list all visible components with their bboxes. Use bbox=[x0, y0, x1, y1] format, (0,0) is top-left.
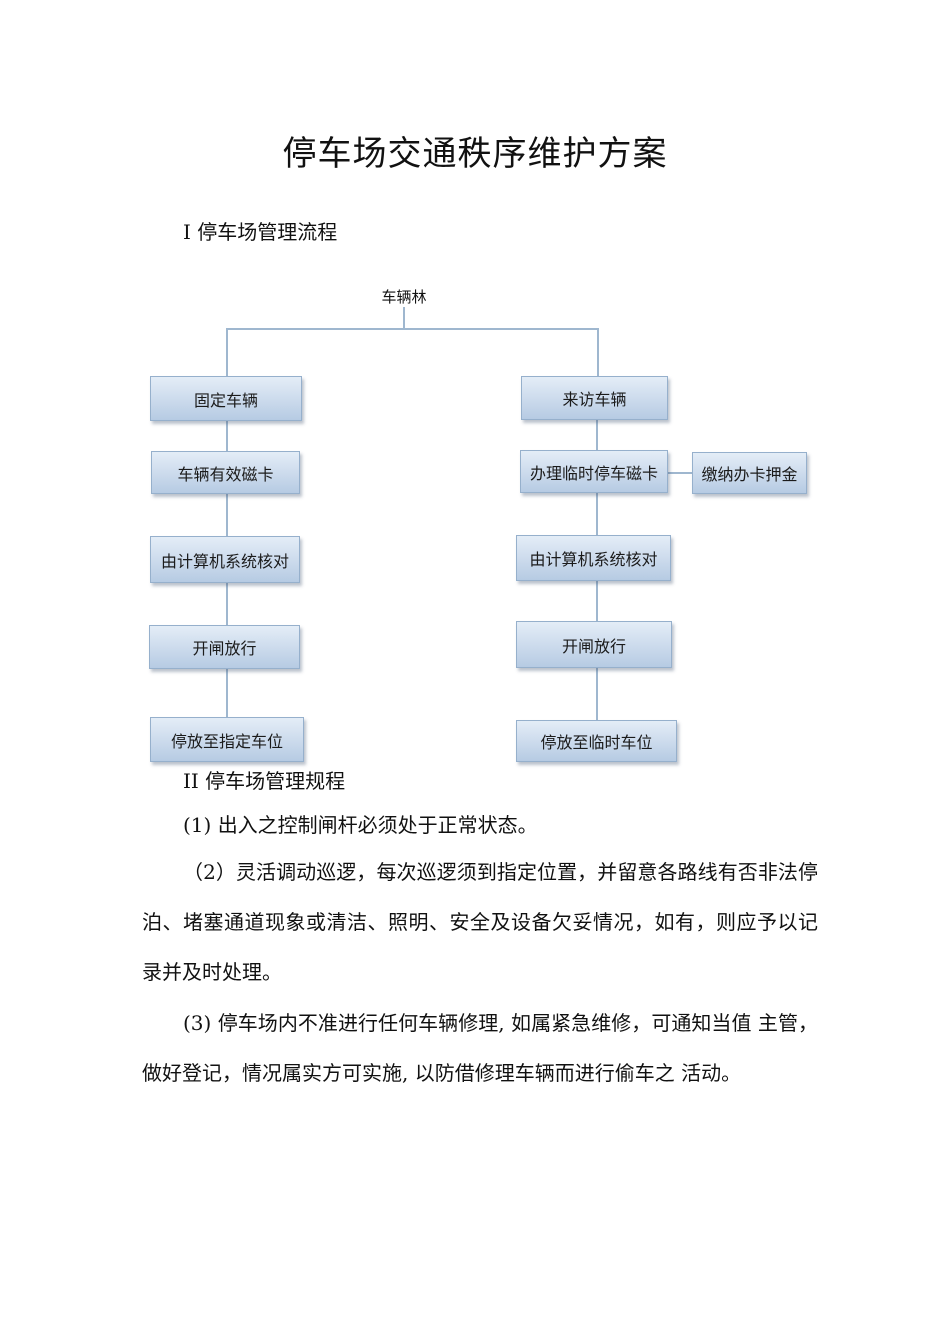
section-1-heading: I 停车场管理流程 bbox=[183, 220, 338, 244]
connector-right-1 bbox=[596, 420, 598, 450]
connector-left-1 bbox=[226, 421, 228, 451]
connector-top-bar bbox=[226, 328, 599, 330]
paragraph-3: (3) 停车场内不准进行任何车辆修理, 如属紧急维修，可通知当值 主管，做好登记… bbox=[142, 1011, 818, 1085]
connector-left-2 bbox=[226, 494, 228, 536]
connector-right-4 bbox=[596, 668, 598, 720]
flow-box-temp-card: 办理临时停车磁卡 bbox=[520, 450, 668, 493]
flow-box-park-assigned: 停放至指定车位 bbox=[150, 717, 304, 762]
flow-box-valid-card: 车辆有效磁卡 bbox=[151, 451, 300, 494]
document-title: 停车场交通秩序维护方案 bbox=[282, 134, 668, 174]
flowchart-root-label: 车辆林 bbox=[381, 288, 427, 306]
section-2-heading: II 停车场管理规程 bbox=[183, 769, 346, 793]
flow-box-park-temporary: 停放至临时车位 bbox=[516, 720, 677, 762]
flow-box-gate-open-right: 开闸放行 bbox=[516, 621, 672, 668]
connector-right-drop bbox=[597, 328, 599, 376]
flow-box-computer-check-left: 由计算机系统核对 bbox=[150, 536, 300, 583]
flow-box-visitor-vehicle: 来访车辆 bbox=[521, 376, 668, 420]
flow-box-fixed-vehicle: 固定车辆 bbox=[150, 376, 302, 421]
flow-box-computer-check-right: 由计算机系统核对 bbox=[516, 535, 671, 581]
connector-side-box bbox=[668, 472, 692, 474]
connector-root-stem bbox=[403, 307, 405, 329]
paragraph-2: （2）灵活调动巡逻，每次巡逻须到指定位置，并留意各路线有否非法停泊、堵塞通道现象… bbox=[142, 860, 818, 984]
flow-box-gate-open-left: 开闸放行 bbox=[149, 625, 300, 669]
flow-box-card-deposit: 缴纳办卡押金 bbox=[692, 452, 807, 494]
connector-left-drop bbox=[226, 328, 228, 376]
connector-left-3 bbox=[226, 583, 228, 625]
connector-right-2 bbox=[596, 493, 598, 535]
connector-right-3 bbox=[596, 581, 598, 621]
paragraph-1: (1) 出入之控制闸杆必须处于正常状态。 bbox=[183, 813, 538, 837]
connector-left-4 bbox=[226, 669, 228, 717]
